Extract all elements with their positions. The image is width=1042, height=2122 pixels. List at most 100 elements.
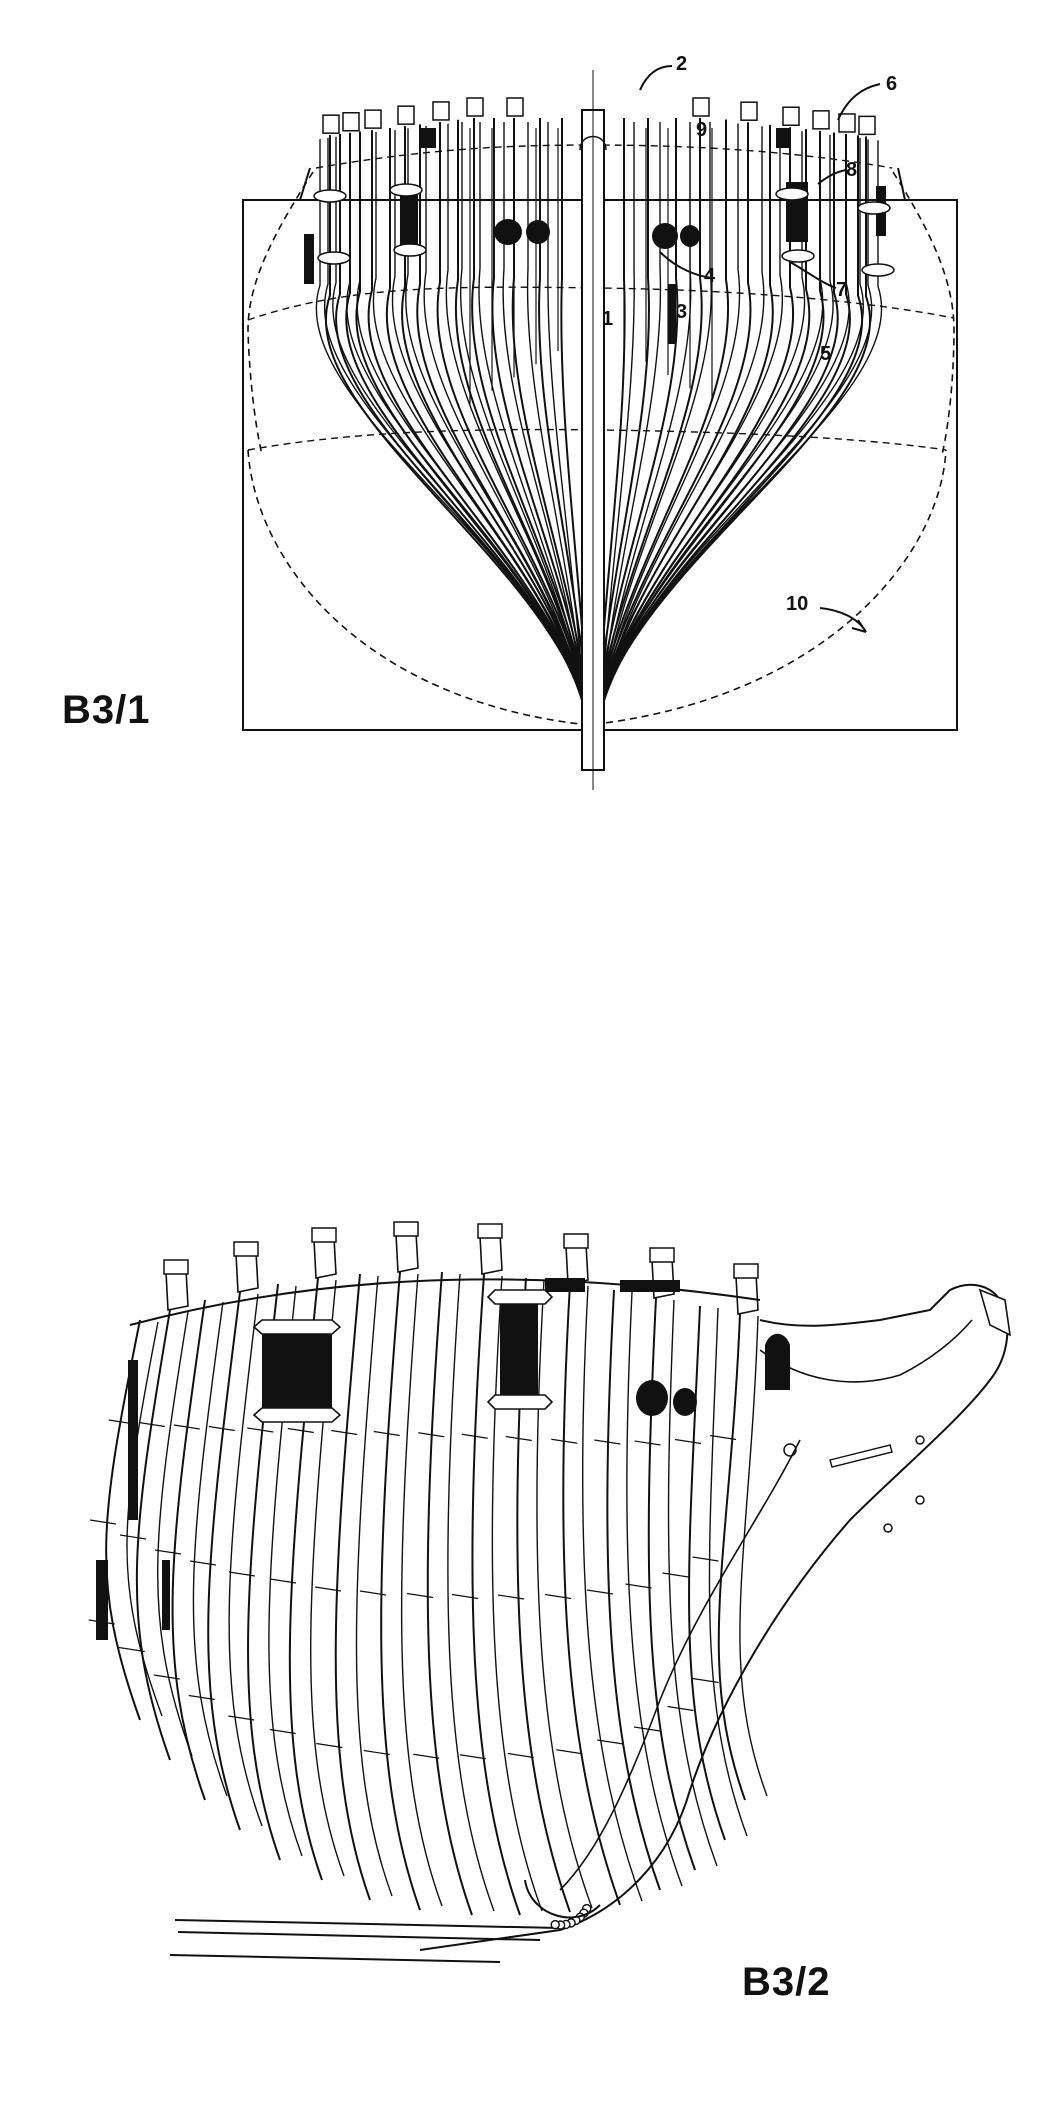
- frame-futtock-joint: [497, 1594, 525, 1600]
- callout-4: 4: [704, 265, 716, 287]
- perspective-frame-rib: [171, 1299, 206, 1801]
- frame-chock: [313, 189, 347, 203]
- stern-timber-inner: [759, 1319, 973, 1383]
- port-hole-right-a: [652, 223, 678, 249]
- port-hole-left-a: [494, 219, 522, 245]
- dark-frame-strip: [96, 1560, 108, 1640]
- stern-slot: [829, 1444, 893, 1468]
- frame-futtock-joint: [173, 1424, 200, 1430]
- frame-futtock-joint: [709, 1434, 737, 1441]
- stern-timber-outer: [419, 1283, 1009, 1951]
- frame-head-cap: [322, 114, 340, 134]
- frame-futtock-joint: [228, 1715, 255, 1721]
- frame-futtock-joint: [154, 1549, 182, 1555]
- front-frame-rib-inner: [356, 134, 586, 713]
- front-frame-rib-inner: [391, 130, 586, 713]
- frame-head-cap: [740, 101, 758, 121]
- frame-head-cap: [432, 101, 450, 121]
- frame-futtock-joint: [633, 1726, 661, 1732]
- front-frame-rib: [596, 119, 730, 719]
- callout-7: 7: [836, 279, 847, 301]
- bolt-hole-c: [883, 1523, 893, 1533]
- front-frame-rib: [596, 118, 679, 719]
- frame-head-cap: [397, 105, 415, 125]
- box-shoulders: [243, 167, 957, 201]
- frame-chock: [393, 243, 427, 257]
- leader-6: [837, 83, 881, 121]
- port-sill-top-center: [486, 1289, 554, 1305]
- front-frames-group: [304, 97, 895, 719]
- frame-futtock-joint: [451, 1593, 479, 1600]
- frame-chock: [861, 263, 895, 277]
- frame-futtock-joint: [594, 1439, 621, 1445]
- keel-chain: [524, 1879, 601, 1930]
- front-frame-rib-inner: [600, 134, 834, 713]
- frame-head-cap: [838, 113, 856, 133]
- frame-head-cap: [782, 106, 800, 126]
- front-frame-rib: [596, 127, 794, 719]
- frame-head-cap: [364, 109, 382, 129]
- frame-head-cap: [733, 1263, 759, 1279]
- frame-head-cap: [649, 1247, 675, 1263]
- dashed-hull-right-upper: [892, 171, 955, 456]
- scupper-hole-a: [636, 1380, 668, 1416]
- dashed-waterline-upper: [247, 286, 955, 321]
- perspective-frame-rib: [380, 1271, 421, 1911]
- front-frame-rib-inner: [600, 131, 806, 713]
- leader-8: [817, 169, 847, 185]
- front-frame-rib-inner: [547, 122, 586, 713]
- frame-futtock-joint: [359, 1590, 387, 1596]
- frame-futtock-joint: [118, 1646, 145, 1653]
- frame-head-post: [395, 1231, 419, 1273]
- perspective-frames-group: [88, 1221, 768, 1916]
- perspective-frame-rib-inner: [447, 1273, 495, 1912]
- frame-futtock-joint: [189, 1560, 217, 1566]
- chain-arc: [524, 1879, 601, 1919]
- front-frame-rib: [596, 118, 703, 719]
- frame-futtock-joint: [692, 1677, 719, 1684]
- frame-futtock-joint: [634, 1440, 661, 1446]
- dark-frame-block: [304, 234, 314, 284]
- front-frame-rib-inner: [526, 122, 586, 713]
- perspective-frame-rib: [426, 1271, 473, 1916]
- callout-10: 10: [786, 593, 808, 615]
- callout-6: 6: [886, 73, 897, 95]
- frame-chock: [317, 251, 351, 265]
- frame-futtock-joint: [597, 1739, 624, 1745]
- dark-frame-block: [420, 128, 436, 148]
- perspective-frame-rib-inner: [355, 1275, 393, 1897]
- frame-futtock-joint: [314, 1586, 342, 1592]
- perspective-frame-rib-inner: [192, 1301, 228, 1797]
- perspective-frame-rib: [717, 1313, 746, 1801]
- front-frame-rib: [491, 118, 590, 719]
- frame-futtock-joint: [674, 1438, 702, 1445]
- frame-head-cap: [393, 1221, 419, 1237]
- stern-block: [978, 1288, 1012, 1337]
- front-frame-rib-inner: [372, 131, 586, 713]
- frame-futtock-joint: [269, 1728, 296, 1735]
- port-hole-left-b: [526, 220, 550, 244]
- frame-chock: [857, 201, 891, 215]
- front-frame-rib-inner: [405, 128, 586, 713]
- frame-head-cap: [858, 115, 876, 136]
- frame-futtock-joint: [331, 1429, 358, 1436]
- frame-futtock-joint: [89, 1519, 117, 1525]
- dark-frame-strip: [162, 1560, 170, 1630]
- callout-9: 9: [696, 119, 707, 141]
- dark-frame-block: [668, 284, 676, 344]
- port-hole-right-b: [680, 225, 700, 247]
- figure-1-front-view: 1 2 3 4 5 6 7 8 9 10: [242, 53, 958, 790]
- perspective-frame-rib-inner: [400, 1273, 443, 1907]
- bolt-hole-d: [915, 1435, 925, 1445]
- frame-head-post: [313, 1237, 337, 1279]
- front-frame-rib-inner: [445, 123, 586, 713]
- frame-futtock-joint: [544, 1593, 572, 1600]
- frame-futtock-joint: [363, 1749, 390, 1756]
- perspective-frame-rib: [606, 1289, 661, 1891]
- frame-futtock-joint: [119, 1534, 147, 1540]
- callout-2: 2: [676, 53, 687, 75]
- perspective-frame-rib-inner: [581, 1285, 643, 1902]
- frame-head-post: [479, 1233, 503, 1275]
- frame-chock: [775, 187, 809, 201]
- frame-head-cap: [506, 97, 524, 117]
